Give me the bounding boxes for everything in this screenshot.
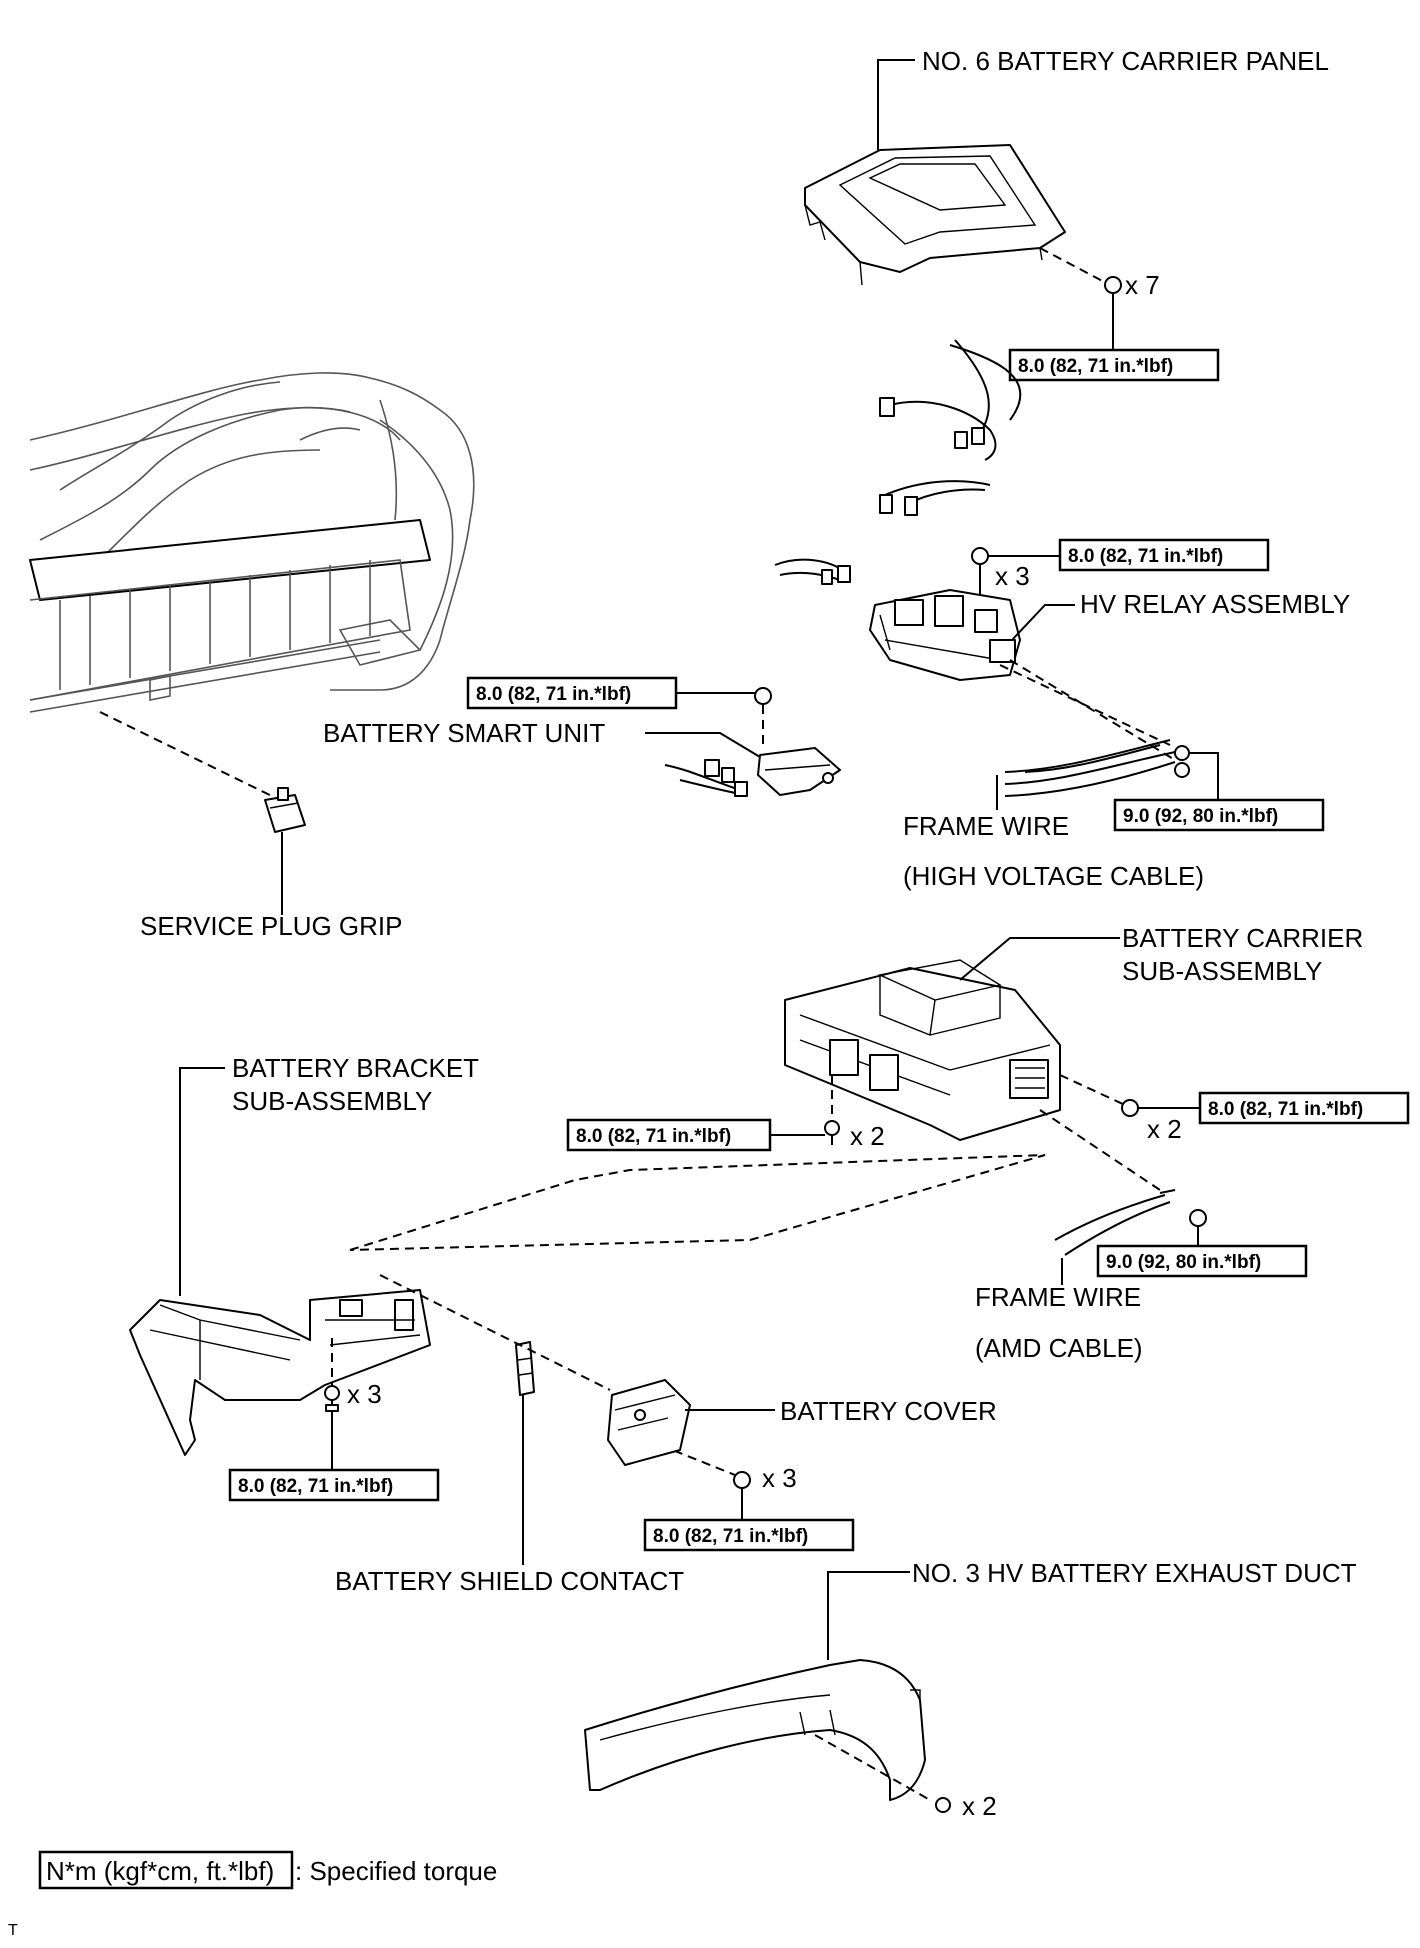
torque-box-8 (228, 1468, 440, 1502)
label-amd-cable: (AMD CABLE) (975, 1333, 1143, 1363)
dash-service-plug (99, 711, 281, 801)
count-carrier-right: x 2 (1147, 1114, 1182, 1144)
nuts-hv-cable (1174, 745, 1190, 778)
label-high-voltage-cable: (HIGH VOLTAGE CABLE) (903, 861, 1204, 891)
leader-bracket-sub (179, 1067, 225, 1296)
count-hv-relay: x 3 (995, 561, 1030, 591)
label-no6-panel: NO. 6 BATTERY CARRIER PANEL (922, 46, 1329, 76)
torque-box-7 (1096, 1244, 1308, 1278)
label-frame-wire-1: FRAME WIRE (903, 811, 1069, 841)
count-exhaust-duct: x 2 (962, 1791, 997, 1821)
torque-box-5 (1198, 1091, 1410, 1125)
label-hv-relay: HV RELAY ASSEMBLY (1080, 589, 1350, 619)
count-battery-cover: x 3 (762, 1463, 797, 1493)
label-smart-unit: BATTERY SMART UNIT (323, 718, 605, 748)
nut-carrier-right (1121, 1099, 1139, 1117)
battery-smart-unit (757, 747, 841, 796)
hv-relay-assembly (869, 589, 1021, 681)
label-carrier-sub-1: BATTERY CARRIER (1122, 923, 1363, 953)
torque-box-9 (643, 1518, 855, 1552)
torque-value-7: 9.0 (92, 80 in.*lbf) (1106, 1252, 1261, 1273)
leader-carrier-sub (959, 937, 1120, 981)
corner-mark: T (8, 1922, 18, 1939)
wire-harness-middle (879, 480, 991, 516)
smart-unit-harness (664, 759, 748, 797)
label-bracket-sub-2: SUB-ASSEMBLY (232, 1086, 432, 1116)
torque-box-1 (1008, 348, 1220, 382)
frame-wire-amd-cable (1054, 1189, 1207, 1256)
torque-value-4: 9.0 (92, 80 in.*lbf) (1123, 806, 1278, 827)
no3-hv-battery-exhaust-duct (584, 1659, 926, 1801)
label-battery-cover: BATTERY COVER (780, 1396, 997, 1426)
torque-box-2 (1058, 538, 1270, 572)
battery-bracket-sub-assembly (129, 1289, 431, 1456)
count-no6-panel: x 7 (1125, 270, 1160, 300)
legend-torque-units: N*m (kgf*cm, ft.*lbf) (46, 1856, 274, 1886)
nut-battery-cover (733, 1471, 751, 1489)
count-carrier-left: x 2 (850, 1121, 885, 1151)
bolt-carrier-left (824, 1120, 840, 1145)
label-bracket-sub-1: BATTERY BRACKET (232, 1053, 479, 1083)
bolt-bracket (324, 1385, 340, 1412)
leader-hv-cable-torque (1190, 752, 1219, 800)
battery-shield-contact (515, 1341, 535, 1396)
leader-smart-unit (645, 732, 766, 761)
label-shield-contact: BATTERY SHIELD CONTACT (335, 1566, 684, 1596)
battery-pack-drawing (29, 372, 475, 713)
torque-value-8: 8.0 (82, 71 in.*lbf) (238, 1476, 393, 1497)
torque-box-3 (466, 676, 678, 710)
dash-bracket-outline (349, 1154, 1046, 1251)
torque-value-2: 8.0 (82, 71 in.*lbf) (1068, 546, 1223, 567)
label-carrier-sub-2: SUB-ASSEMBLY (1122, 956, 1322, 986)
leader-hv-relay (1011, 604, 1075, 641)
torque-value-5: 8.0 (82, 71 in.*lbf) (1208, 1099, 1363, 1120)
label-service-plug: SERVICE PLUG GRIP (140, 911, 403, 941)
torque-value-3: 8.0 (82, 71 in.*lbf) (476, 684, 631, 705)
nut-smart-unit (754, 687, 772, 705)
clip-exhaust-duct (935, 1797, 951, 1813)
bolt-no6-panel (1104, 276, 1122, 305)
wire-harness-upper (879, 339, 1022, 461)
torque-value-1: 8.0 (82, 71 in.*lbf) (1018, 356, 1173, 377)
torque-box-4 (1113, 798, 1325, 832)
service-plug-grip (264, 787, 306, 833)
leader-exhaust-duct (827, 1571, 910, 1660)
legend-description: : Specified torque (295, 1856, 497, 1886)
label-exhaust-duct: NO. 3 HV BATTERY EXHAUST DUCT (912, 1558, 1357, 1588)
count-bracket: x 3 (347, 1379, 382, 1409)
legend-torque-box (38, 1850, 294, 1890)
torque-value-6: 8.0 (82, 71 in.*lbf) (576, 1126, 731, 1147)
leader-no6-panel (877, 59, 915, 150)
label-frame-wire-2: FRAME WIRE (975, 1282, 1141, 1312)
frame-wire-hv-cable (1004, 739, 1176, 797)
wire-harness-left (774, 558, 851, 585)
nut-hv-relay (971, 547, 989, 565)
battery-fins (59, 560, 371, 690)
no6-battery-carrier-panel (804, 144, 1066, 286)
battery-carrier-sub-assembly (784, 959, 1061, 1141)
torque-value-9: 8.0 (82, 71 in.*lbf) (653, 1526, 808, 1547)
torque-box-6 (566, 1118, 772, 1152)
battery-cover (607, 1379, 691, 1466)
